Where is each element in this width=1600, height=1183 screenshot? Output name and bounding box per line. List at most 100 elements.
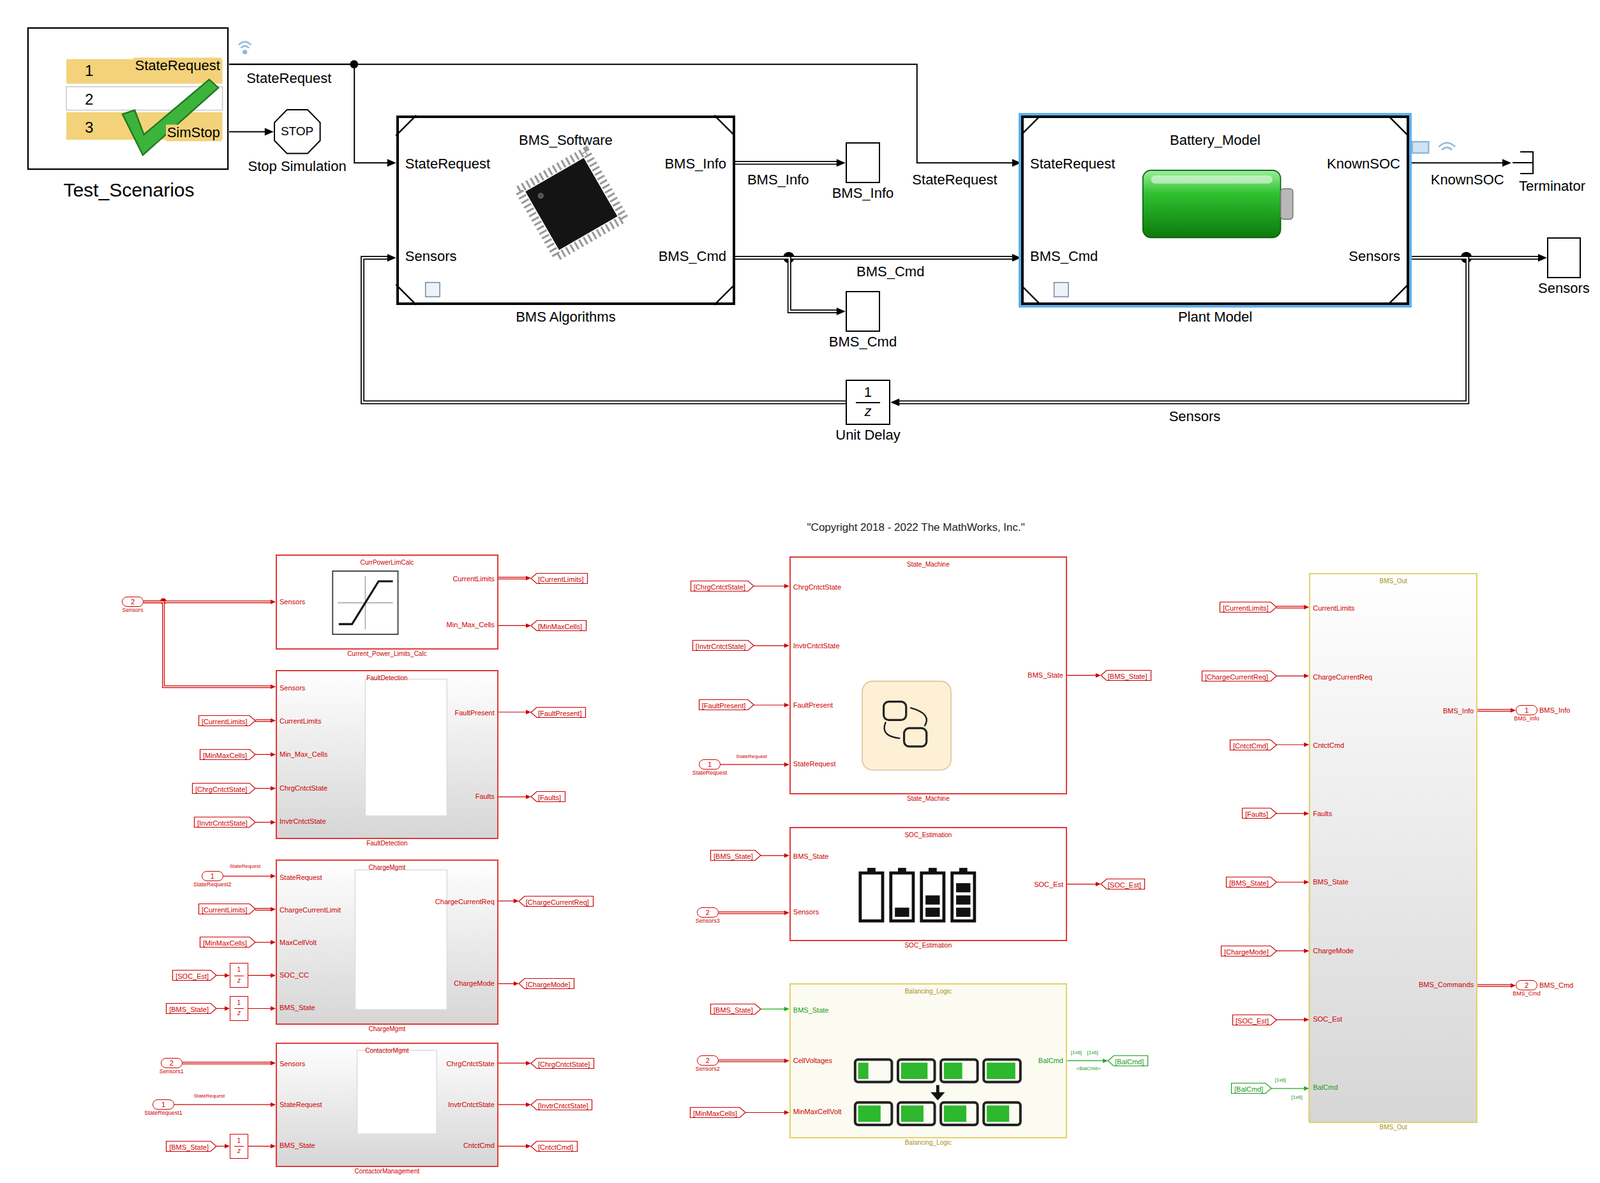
block-title: Balancing_Logic <box>904 987 952 996</box>
goto-tag: [CntctCmd] <box>530 1141 578 1152</box>
outport: 2BMS_CmdBMS_Cmd <box>1515 980 1538 991</box>
outport-block: Sensors <box>1547 237 1581 279</box>
port-label: ChargeCurrentReq <box>435 897 495 907</box>
port-label: BMS_Cmd <box>658 248 727 265</box>
stop-block: STOPStop Simulation <box>273 109 322 154</box>
block-name: BMS_Out <box>1379 1123 1408 1132</box>
port-label: ChrgCntctState <box>279 783 328 793</box>
bus-connector <box>143 601 276 689</box>
signal-connector <box>1067 882 1101 887</box>
bus-connector <box>718 910 790 916</box>
port-label: StateRequest <box>405 156 491 173</box>
port-label: FaultPresent <box>454 709 494 718</box>
delay-text: 1 <box>237 966 242 975</box>
tag-text: [BalCmd] <box>1114 1058 1144 1066</box>
from-tag: [BalCmd] <box>1231 1083 1272 1094</box>
delay-text: 1 <box>864 384 872 401</box>
port-number: 1 <box>707 760 712 770</box>
signal-label: BMS_Cmd <box>855 263 926 280</box>
port-label: ChargeMode <box>453 979 495 988</box>
subsystem-block: State_MachineChrgCntctStateInvtrCntctSta… <box>789 556 1068 795</box>
tag-text: [InvtrCntctState] <box>538 1102 589 1110</box>
dimension-label: [1x6] <box>1086 1049 1099 1056</box>
signal-text: 1 <box>84 61 94 80</box>
tag-text: [CurrentLimits] <box>201 717 248 726</box>
port-label: Sensors <box>405 248 457 265</box>
bus-connector <box>1477 708 1516 713</box>
subsystem-block: BMS_SoftwareStateRequestSensorsBMS_InfoB… <box>396 115 736 306</box>
subsystem-block: BMS_OutCurrentLimitsChargeCurrentReqCntc… <box>1308 573 1478 1124</box>
port-label: CellVoltages <box>793 1056 833 1066</box>
fraction-bar <box>855 402 880 404</box>
delay-text: z <box>237 1148 241 1156</box>
inport: 2Sensors <box>121 596 144 607</box>
goto-tag: [MinMaxCells] <box>530 620 587 632</box>
subsystem-block: CurrPowerLimCalcSensorsCurrentLimitsMin_… <box>275 554 499 650</box>
block-name: StateRequest <box>692 769 728 777</box>
port-label: BMS_State <box>1027 671 1064 680</box>
goto-tag: [Faults] <box>530 791 566 803</box>
unit-delay: 1z <box>229 1134 249 1159</box>
goto-tag: [CurrentLimits] <box>530 573 588 584</box>
inport: 1StateRequest2 <box>201 871 224 882</box>
from-tag: [SOC_Est] <box>1232 1014 1277 1026</box>
port-number: 2 <box>705 1056 710 1066</box>
subsystem-block: ChargeMgmtStateRequestChargeCurrentLimit… <box>275 859 499 1025</box>
block-name: Sensors <box>121 606 143 614</box>
block-name: Plant Model <box>1178 308 1253 325</box>
delay-text: z <box>864 403 872 420</box>
inport: 1StateRequest1 <box>152 1099 175 1110</box>
signal-connector <box>1271 1086 1309 1091</box>
from-tag: [BMS_State] <box>165 1003 217 1015</box>
block-name: Balancing_Logic <box>904 1139 952 1147</box>
goto-tag: [ChrgCntctState] <box>530 1058 595 1070</box>
signal-label: StateRequest <box>228 864 262 870</box>
from-tag: [CurrentLimits] <box>198 903 256 915</box>
block-name: BMS_Cmd <box>1512 990 1541 997</box>
port-label: ChargeCurrentLimit <box>279 905 341 914</box>
inport: 2Sensors3 <box>696 907 719 918</box>
block-name: BMS Algorithms <box>515 308 616 325</box>
signal-connector <box>216 1006 230 1011</box>
block-name: BMS_Info <box>1513 715 1540 722</box>
delay-text: z <box>237 977 241 985</box>
signal-text: 3 <box>84 119 94 138</box>
port-label: KnownSOC <box>1326 156 1401 173</box>
block-name: StateRequest2 <box>193 881 232 888</box>
block-name: StateRequest1 <box>144 1109 183 1117</box>
signal-connector <box>1276 949 1309 954</box>
bus-connector <box>255 718 276 724</box>
goto-tag: [FaultPresent] <box>530 707 586 718</box>
tag-text: [ChargeMode] <box>525 980 571 989</box>
port-label: BMS_Info <box>1442 707 1474 716</box>
from-tag: [ChargeMode] <box>1220 945 1277 957</box>
stop-text: STOP <box>280 124 314 139</box>
port-label: CntctCmd <box>463 1141 495 1151</box>
port-label: MinMaxCellVolt <box>793 1107 842 1117</box>
signal-connector <box>174 1102 276 1108</box>
signal-label: StateRequest <box>192 1093 226 1100</box>
port-label: Faults <box>1312 809 1332 819</box>
chart-icon <box>862 681 951 771</box>
bus-connector <box>735 158 846 167</box>
port-label: Min_Max_Cells <box>446 620 495 630</box>
subsystem-block: SOC_EstimationBMS_StateSensorsSOC_EstSOC… <box>789 827 1068 942</box>
port-label: CurrentLimits <box>279 717 322 726</box>
inport: 2Sensors1 <box>160 1058 183 1069</box>
signal-connector <box>248 1144 276 1149</box>
port-label: BMS_State <box>1312 878 1349 887</box>
fraction-bar <box>234 1008 244 1010</box>
tag-text: [ChrgCntctState] <box>538 1060 590 1069</box>
from-tag: [SOC_Est] <box>172 970 217 981</box>
port-number: 2 <box>705 908 710 918</box>
from-tag: [BMS_State] <box>1226 876 1277 888</box>
bus-connector <box>735 257 846 316</box>
signal-connector <box>255 786 276 791</box>
port-label: ChrgCntctState <box>793 583 842 592</box>
tag-text: [BalCmd] <box>1234 1085 1264 1094</box>
delay-text: 1 <box>237 999 242 1008</box>
from-tag: [BMS_State] <box>710 1003 761 1015</box>
tag-text: [FaultPresent] <box>538 709 582 718</box>
signal-text: 2 <box>84 90 94 109</box>
